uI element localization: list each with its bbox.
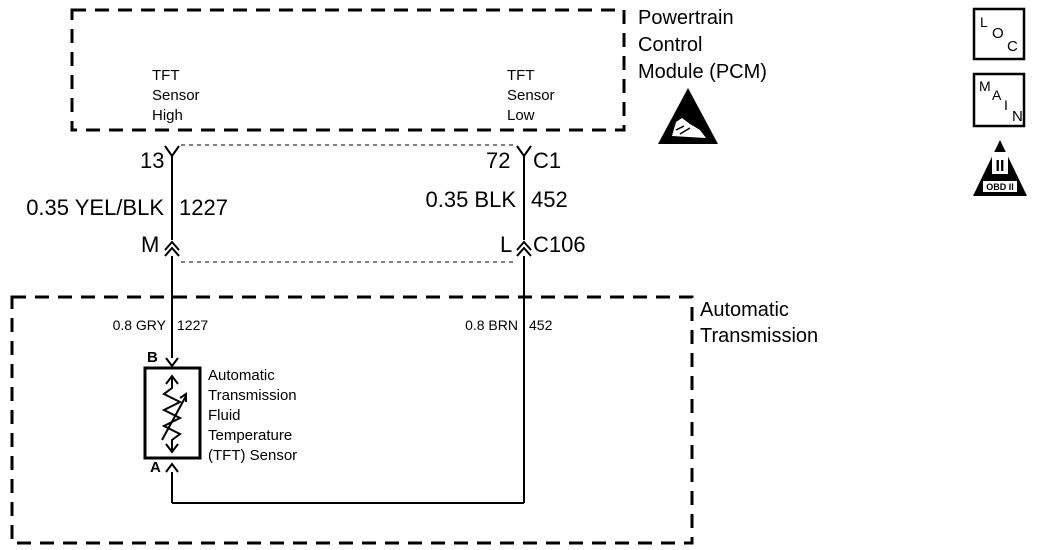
sensor-name-line2: Transmission	[208, 387, 297, 404]
transmission-title-line2: Transmission	[700, 325, 818, 347]
svg-text:I: I	[1004, 97, 1008, 113]
esd-warning-icon	[658, 88, 718, 144]
svg-text:L: L	[980, 14, 988, 30]
sensor-pin-b-terminal	[165, 357, 179, 368]
svg-text:C: C	[1007, 38, 1018, 55]
c1-pin-left: 13	[140, 148, 164, 173]
pcm-pin-high-line3: High	[152, 107, 183, 124]
wire-1227-circuit: 1227	[179, 195, 228, 220]
pcm-box	[70, 8, 626, 132]
wire-1227-gauge-color: 0.35 YEL/BLK	[26, 195, 164, 220]
transmission-box	[10, 295, 694, 545]
sensor-name-line4: Temperature	[208, 427, 292, 444]
pcm-pin-high-line2: Sensor	[152, 87, 200, 104]
c1-pin-right: 72	[486, 148, 510, 173]
wire-brn-circuit: 452	[529, 317, 553, 333]
c106-right-terminal	[516, 240, 532, 257]
sensor-name-line1: Automatic	[208, 367, 275, 384]
svg-text:II: II	[996, 158, 1005, 175]
pcm-title-line3: Module (PCM)	[638, 61, 767, 83]
pcm-title-line1: Powertrain	[638, 7, 734, 29]
sensor-name-line3: Fluid	[208, 407, 241, 424]
pcm-pin-low-line2: Sensor	[507, 87, 555, 104]
c106-name: C106	[533, 232, 586, 257]
wire-452-circuit: 452	[531, 187, 568, 212]
main-icon: M A I N	[972, 72, 1026, 128]
c106-left-terminal	[164, 240, 180, 257]
svg-text:O: O	[992, 25, 1004, 42]
wire-gry-label: 0.8 GRY	[113, 317, 167, 333]
svg-text:OBD II: OBD II	[986, 182, 1014, 192]
transmission-title-line1: Automatic	[700, 299, 789, 321]
sensor-pin-b: B	[147, 349, 158, 366]
sensor-name-line5: (TFT) Sensor	[208, 447, 297, 464]
c106-pin-right: L	[500, 232, 512, 257]
pcm-title-line2: Control	[638, 34, 702, 56]
svg-text:A: A	[992, 87, 1002, 103]
wire-gry-circuit: 1227	[177, 317, 208, 333]
svg-text:N: N	[1012, 108, 1023, 125]
wire-brn-label: 0.8 BRN	[465, 317, 518, 333]
sensor-pin-a-terminal	[165, 462, 179, 473]
pcm-pin-high-line1: TFT	[152, 67, 180, 84]
sensor-pin-a: A	[150, 459, 161, 476]
c106-pin-left: M	[141, 232, 159, 257]
pcm-pin-low-line3: Low	[507, 107, 535, 124]
svg-text:M: M	[979, 78, 991, 94]
loc-icon: L O C	[972, 7, 1026, 61]
c1-name: C1	[533, 148, 561, 173]
thermistor-symbol	[161, 374, 187, 454]
c1-right-terminal	[516, 145, 532, 158]
wire-452-gauge-color: 0.35 BLK	[425, 187, 516, 212]
c1-left-terminal	[164, 145, 180, 158]
obd-ii-icon: II OBD II	[973, 140, 1027, 196]
pcm-pin-low-line1: TFT	[507, 67, 535, 84]
